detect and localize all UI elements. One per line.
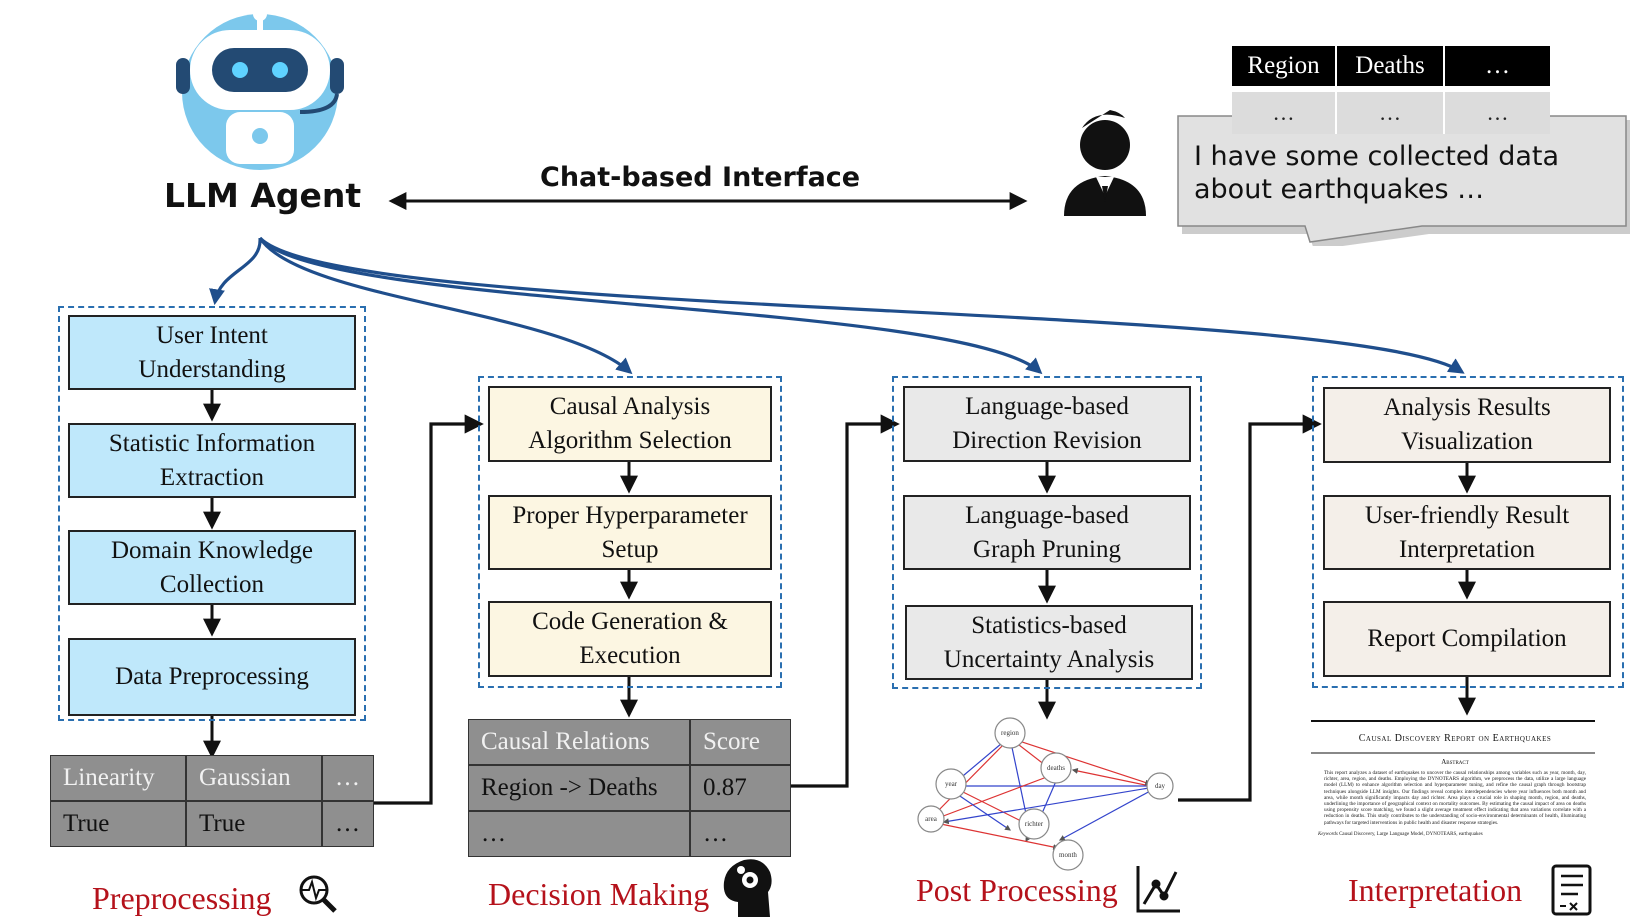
pre-table-header: Linearity (50, 755, 186, 801)
user-table-cell: … (1445, 92, 1550, 134)
stage-label-preprocessing: Preprocessing (92, 880, 272, 916)
agent-label: LLM Agent (164, 176, 362, 215)
graph-node-label: month (1059, 851, 1077, 859)
step-graph-pruning: Language-based Graph Pruning (903, 495, 1191, 570)
pre-table-header: … (322, 755, 374, 801)
dec-table-cell: … (690, 811, 791, 857)
step-statistic-extraction: Statistic Information Extraction (68, 423, 356, 498)
step-report-compilation: Report Compilation (1323, 601, 1611, 677)
post-processing-group (892, 376, 1202, 689)
robot-icon (176, 7, 344, 170)
magnifier-search-icon (299, 875, 337, 913)
user-table-header: … (1445, 46, 1550, 86)
dec-table-cell: … (468, 811, 690, 857)
head-gear-icon (723, 859, 772, 917)
step-user-intent: User Intent Understanding (68, 315, 356, 390)
step-data-preprocessing: Data Preprocessing (68, 638, 356, 716)
graph-node-label: deaths (1047, 764, 1065, 772)
dec-table-cell: 0.87 (690, 765, 791, 811)
pre-table-cell: … (322, 801, 374, 847)
user-table-header: Region (1232, 46, 1337, 86)
interpretation-group (1312, 376, 1624, 688)
step-domain-knowledge: Domain Knowledge Collection (68, 530, 356, 605)
graph-node-label: region (1001, 729, 1019, 737)
step-hyperparameter-setup: Proper Hyperparameter Setup (488, 495, 772, 570)
report-abstract: This report analyzes a dataset of earthq… (1324, 770, 1586, 826)
user-table-header: Deaths (1337, 46, 1445, 86)
preprocessing-group (58, 306, 366, 721)
step-direction-revision: Language-based Direction Revision (903, 386, 1191, 462)
user-icon (1064, 110, 1146, 216)
decision-group (478, 376, 782, 688)
report-title: Causal Discovery Report on Earthquakes (1358, 733, 1552, 744)
graph-node-label: day (1154, 782, 1166, 790)
step-result-interpretation: User-friendly Result Interpretation (1323, 495, 1611, 570)
dec-table-header: Causal Relations (468, 719, 690, 765)
report-abstract-heading: Abstract (1441, 758, 1469, 766)
speech-text: I have some collected data about earthqu… (1194, 140, 1559, 206)
line-chart-icon (1136, 866, 1180, 913)
pre-table-cell: True (186, 801, 322, 847)
report-keywords-text: Causal Discovery, Large Language Model, … (1339, 831, 1483, 837)
document-report-icon (1551, 864, 1592, 916)
speech-line-1: I have some collected data (1194, 141, 1560, 172)
report-thumbnail: Causal Discovery Report on Earthquakes A… (1318, 724, 1592, 874)
chat-interface-label: Chat-based Interface (540, 162, 861, 193)
user-table-cell: … (1337, 92, 1445, 134)
step-code-generation: Code Generation & Execution (488, 601, 772, 677)
stage-label-decision: Decision Making (488, 876, 710, 912)
user-table-cell: … (1232, 92, 1337, 134)
causal-graph (917, 717, 1174, 871)
report-keywords-label: Keywords (1318, 831, 1338, 837)
graph-node-label: year (944, 780, 958, 788)
graph-node-label: richter (1024, 820, 1044, 828)
pre-table-cell: True (50, 801, 186, 847)
speech-bubble (1177, 115, 1630, 246)
pre-table-header: Gaussian (186, 755, 322, 801)
dec-table-cell: Region -> Deaths (468, 765, 690, 811)
step-uncertainty-analysis: Statistics-based Uncertainty Analysis (905, 605, 1193, 680)
step-algorithm-selection: Causal Analysis Algorithm Selection (488, 386, 772, 462)
dec-table-header: Score (690, 719, 791, 765)
stage-label-interpretation: Interpretation (1348, 872, 1523, 908)
graph-node-label: area (925, 815, 937, 823)
stage-label-post: Post Processing (916, 872, 1118, 908)
report-keywords: Keywords Causal Discovery, Large Languag… (1318, 832, 1592, 837)
step-results-visualization: Analysis Results Visualization (1323, 387, 1611, 463)
speech-line-2: about earthquakes … (1194, 174, 1485, 205)
